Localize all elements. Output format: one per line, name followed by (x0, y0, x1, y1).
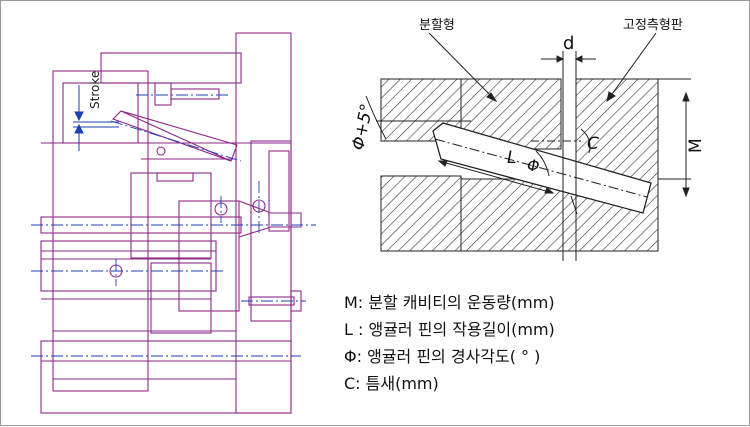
mold-plate-left (52, 70, 149, 392)
cavity-block-2 (130, 172, 212, 259)
split-mold-lower-left (380, 175, 462, 252)
angular-pin-detail-drawing: 분할형 고정측형판 d Φ+5° M L Φ C (348, 18, 706, 261)
dim-L-label: L (507, 148, 516, 168)
mold-plate-base (40, 340, 292, 414)
sprue-bushing (238, 200, 302, 238)
screw-mid (156, 172, 194, 182)
cavity-block-4 (150, 262, 212, 334)
mold-section-drawing: Stroke (31, 32, 316, 414)
screw-head-top (154, 82, 172, 106)
ejector-rod-lower (40, 240, 217, 292)
label-split-mold: 분할형 (419, 18, 455, 33)
label-fixed-mold: 고정측형판 (623, 18, 683, 33)
legend-line-phi: Φ: 앵귤러 핀의 경사각도( ° ) (344, 347, 541, 366)
cavity-block-5 (250, 140, 292, 322)
legend-line-L: L : 앵귤러 핀의 작용길이(mm) (344, 320, 555, 339)
dim-M-label: M (686, 138, 706, 153)
cavity-block-6 (268, 150, 290, 232)
dim-phi-label: Φ (527, 156, 540, 175)
legend: M: 분할 캐비티의 운동량(mm) L : 앵귤러 핀의 작용길이(mm) Φ… (344, 289, 744, 397)
legend-line-M: M: 분할 캐비티의 운동량(mm) (344, 293, 555, 312)
stroke-label: Stroke (88, 71, 102, 109)
angular-pin (111, 110, 238, 162)
screw-top (170, 88, 220, 100)
dim-angle-label: Φ+5° (348, 102, 377, 152)
dim-d-label: d (563, 33, 574, 54)
dim-C-label: C (587, 134, 599, 154)
cavity-block-3 (178, 200, 240, 312)
fixed-mold-lower (460, 178, 577, 252)
mold-plate-top (100, 52, 242, 84)
legend-line-C: C: 틈새(mm) (344, 374, 439, 393)
